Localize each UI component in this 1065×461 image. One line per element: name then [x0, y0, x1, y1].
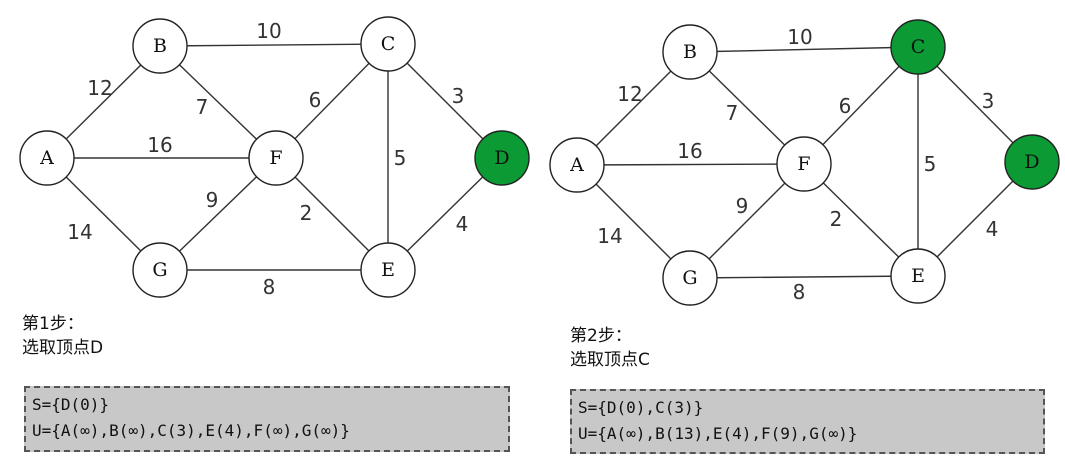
node-e [360, 242, 416, 298]
step-2-graph: 12 16 14 10 7 6 5 3 4 2 9 8 A B C D E F G [549, 19, 1060, 306]
node-label-a: A [39, 147, 54, 169]
edge-weight-a-b: 12 [87, 76, 112, 100]
node-b [132, 18, 188, 74]
edge-weight-a-b: 12 [617, 82, 642, 106]
node-label-b: B [683, 41, 697, 63]
edge-a-f [576, 163, 805, 166]
edge-g-e [689, 275, 919, 279]
node-label-c: C [381, 33, 396, 55]
edge-weight-c-d: 3 [452, 84, 465, 108]
edge-weight-f-g: 9 [206, 188, 219, 212]
node-f [248, 130, 304, 186]
step-2-label: 第2步： [570, 326, 632, 346]
node-label-e: E [911, 265, 925, 287]
edge-b-c [159, 43, 389, 47]
step-2-set-box: S={D(0),C(3)} U={A(∞),B(13),E(4),F(9),G(… [570, 389, 1045, 454]
edge-weight-b-c: 10 [256, 19, 281, 43]
node-d-selected [1004, 134, 1060, 190]
edge-weight-d-e: 4 [986, 217, 999, 241]
step-2-set-s: S={D(0),C(3)} [578, 398, 704, 417]
node-label-d: D [1024, 151, 1039, 173]
step-1-set-s: S={D(0)} [32, 395, 110, 414]
edge-b-c [689, 46, 919, 53]
edge-weight-f-e: 2 [830, 207, 843, 231]
node-label-a: A [569, 154, 584, 176]
edge-weight-c-d: 3 [982, 89, 995, 113]
step-2-action: 选取顶点C [570, 350, 650, 370]
edge-weight-a-g: 14 [597, 224, 622, 248]
node-label-b: B [153, 35, 167, 57]
node-label-f: F [797, 153, 810, 175]
step-2-panel: 12 16 14 10 7 6 5 3 4 2 9 8 A B C D E F G 第2步： 选取顶点C S={D(… [540, 0, 1065, 461]
node-c [360, 16, 416, 72]
step-1-graph: 12 16 14 10 7 6 5 3 4 2 9 8 A B C D E F G [19, 16, 530, 299]
edge-weight-a-f: 16 [677, 139, 702, 163]
edge-weight-c-f: 6 [309, 88, 322, 112]
node-label-c: C [911, 36, 926, 58]
node-label-d: D [494, 147, 509, 169]
step-1-set-box: S={D(0)} U={A(∞),B(∞),C(3),E(4),F(∞),G(∞… [24, 386, 510, 452]
edge-weight-c-f: 6 [839, 94, 852, 118]
edge-weight-d-e: 4 [456, 212, 469, 236]
node-b [662, 24, 718, 80]
step-2-text: 第2步： 选取顶点C [570, 324, 650, 372]
edge-weight-b-c: 10 [787, 25, 812, 49]
node-g [132, 242, 188, 298]
edge-weight-c-e: 5 [394, 146, 407, 170]
node-g [662, 250, 718, 306]
node-a [549, 137, 605, 193]
node-c-selected [890, 19, 946, 75]
step-1-set-u: U={A(∞),B(∞),C(3),E(4),F(∞),G(∞)} [32, 421, 350, 440]
step-1-panel: 12 16 14 10 7 6 5 3 4 2 9 8 A B C D E F G 第1步： 选取顶点D S={D(… [19, 16, 530, 452]
node-label-g: G [682, 267, 697, 289]
edge-weight-b-f: 7 [726, 101, 739, 125]
edge-weight-c-e: 5 [924, 152, 937, 176]
edge-weight-g-e: 8 [793, 280, 806, 304]
node-e [890, 248, 946, 304]
edge-weight-b-f: 7 [196, 95, 209, 119]
node-a [19, 130, 75, 186]
edge-weight-f-g: 9 [736, 194, 749, 218]
node-label-e: E [381, 259, 395, 281]
step-2-set-u: U={A(∞),B(13),E(4),F(9),G(∞)} [578, 424, 858, 443]
node-label-g: G [152, 259, 167, 281]
edge-weight-a-f: 16 [147, 133, 172, 157]
node-label-f: F [269, 147, 282, 169]
edge-weight-a-g: 14 [67, 220, 92, 244]
node-d-selected [474, 130, 530, 186]
step-1-action: 选取顶点D [22, 338, 104, 358]
step-1-label: 第1步： [22, 314, 84, 334]
edge-weight-g-e: 8 [263, 275, 276, 299]
step-1-text: 第1步： 选取顶点D [22, 312, 103, 360]
node-f [776, 136, 832, 192]
edge-weight-f-e: 2 [300, 201, 313, 225]
